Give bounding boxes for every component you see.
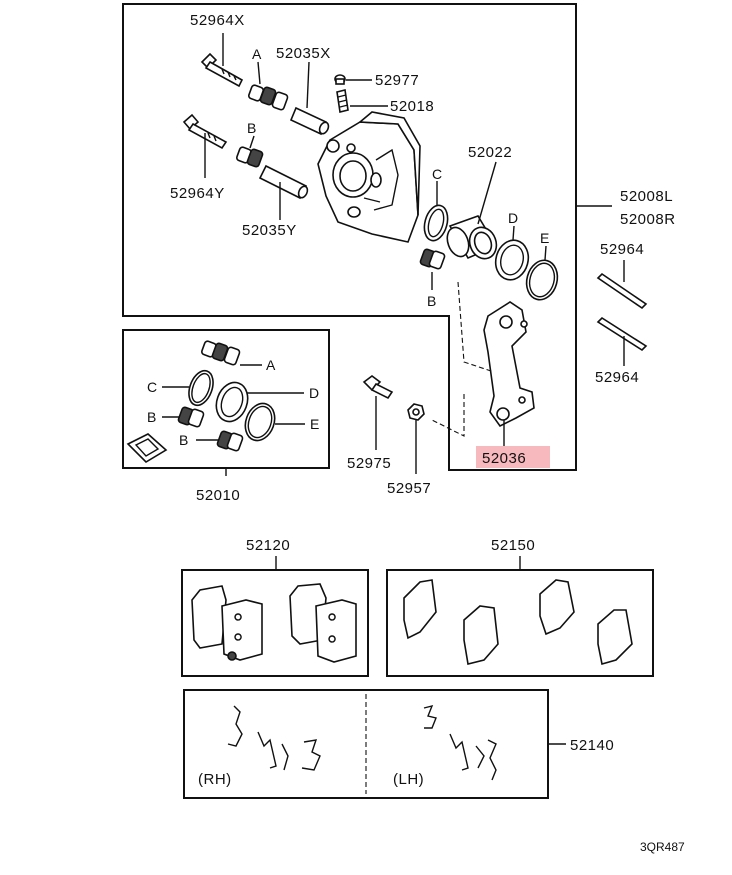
caliper-assembly-frame <box>122 3 577 471</box>
letter-D-top: D <box>508 210 518 226</box>
nut-icon[interactable] <box>407 403 425 421</box>
boot-icon[interactable] <box>419 248 446 270</box>
clip-spring-icon[interactable] <box>227 705 321 771</box>
caliper-body-icon[interactable] <box>317 111 421 243</box>
callout-52957: 52957 <box>387 480 431 497</box>
piston-boot-icon[interactable] <box>491 237 532 284</box>
callout-52035X: 52035X <box>276 45 331 62</box>
letter-D-kit: D <box>309 385 319 401</box>
diagram-code: 3QR487 <box>640 840 685 854</box>
letter-B-kit-1: B <box>147 409 156 425</box>
callout-52150: 52150 <box>491 537 535 554</box>
letter-E-kit: E <box>310 416 319 432</box>
callout-52018: 52018 <box>390 98 434 115</box>
letter-A-kit: A <box>266 357 276 373</box>
letter-E-top: E <box>540 230 549 246</box>
label-rh: (RH) <box>198 771 232 788</box>
label-lh: (LH) <box>393 771 424 788</box>
piston-boot-icon[interactable] <box>211 378 253 426</box>
support-bracket-icon[interactable] <box>483 301 535 428</box>
letter-B-mid: B <box>427 293 436 309</box>
letter-B-top: B <box>247 120 256 136</box>
callout-52008L: 52008L <box>620 188 673 205</box>
callout-52977: 52977 <box>375 72 419 89</box>
pad-shim-icon[interactable] <box>403 579 437 640</box>
pin-icon[interactable] <box>596 316 648 352</box>
brake-pad-icon[interactable] <box>289 583 357 663</box>
pad-shim-icon[interactable] <box>463 605 499 665</box>
boot-icon[interactable] <box>216 430 244 452</box>
callout-52022: 52022 <box>468 144 512 161</box>
piston-icon[interactable] <box>443 215 500 262</box>
callout-52036[interactable]: 52036 <box>482 450 526 467</box>
callout-52140: 52140 <box>570 737 614 754</box>
pad-shim-icon[interactable] <box>539 579 575 636</box>
seal-ring-icon[interactable] <box>522 257 561 303</box>
callout-52964X: 52964X <box>190 12 245 29</box>
letter-B-kit-2: B <box>179 432 188 448</box>
callout-52010: 52010 <box>196 487 240 504</box>
letter-C-top: C <box>432 166 442 182</box>
bolt-icon[interactable] <box>182 113 228 150</box>
pin-icon[interactable] <box>596 272 648 310</box>
letter-A-top: A <box>252 46 262 62</box>
bolt-icon[interactable] <box>362 375 394 400</box>
brake-pad-icon[interactable] <box>191 585 263 661</box>
boot-icon[interactable] <box>201 340 241 366</box>
bleeder-screw-icon[interactable] <box>336 89 349 113</box>
bolt-icon[interactable] <box>200 52 244 88</box>
boot-icon[interactable] <box>236 146 264 168</box>
highlight-52036 <box>476 446 550 468</box>
seal-ring-icon[interactable] <box>185 367 218 408</box>
callout-52035Y: 52035Y <box>242 222 297 239</box>
pad-shim-kit-frame <box>386 569 654 677</box>
boot-icon[interactable] <box>248 84 289 111</box>
brake-pad-kit-frame <box>181 569 369 677</box>
callout-52008R: 52008R <box>620 211 676 228</box>
bleeder-cap-icon[interactable] <box>334 74 346 85</box>
boot-icon[interactable] <box>177 406 205 428</box>
seal-ring-icon[interactable] <box>421 203 452 243</box>
callout-52964Y: 52964Y <box>170 185 225 202</box>
callout-52975: 52975 <box>347 455 391 472</box>
grease-pack-icon[interactable] <box>126 433 168 464</box>
callout-52964-top: 52964 <box>600 241 644 258</box>
pad-shim-icon[interactable] <box>597 609 633 666</box>
callout-52120: 52120 <box>246 537 290 554</box>
letter-C-kit: C <box>147 379 157 395</box>
sleeve-icon[interactable] <box>258 164 309 200</box>
clip-spring-icon[interactable] <box>423 704 497 781</box>
callout-52964-bottom: 52964 <box>595 369 639 386</box>
sleeve-icon[interactable] <box>289 106 330 136</box>
